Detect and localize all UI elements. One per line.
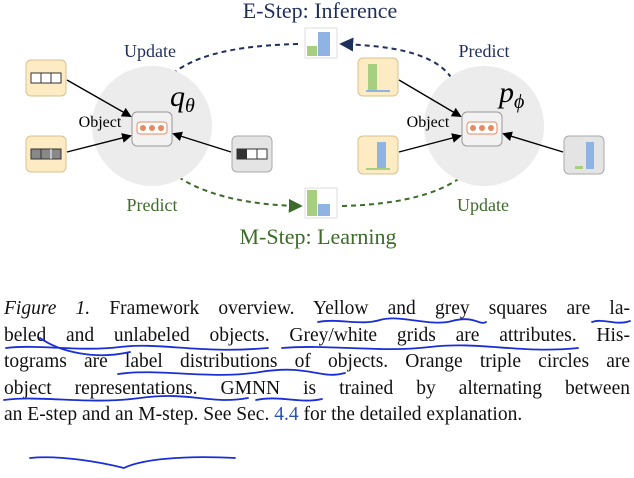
right-edge-right: [502, 131, 564, 153]
section-link[interactable]: 4.4: [274, 404, 299, 425]
left-edge-right: [172, 131, 232, 153]
right-edge-bottom: [398, 133, 462, 153]
mstep-arrow: [151, 141, 303, 213]
left-update-label: Update: [124, 41, 176, 61]
left-object-label: Object: [79, 114, 122, 131]
left-edge-bottom: [66, 133, 132, 153]
figure-label: Figure 1.: [4, 298, 91, 319]
right-center-object: [461, 111, 503, 147]
estep-histogram-icon: [304, 27, 338, 59]
right-update-label: Update: [457, 195, 509, 215]
left-predict-label: Predict: [127, 195, 178, 215]
estep-title: E-Step: Inference: [243, 0, 398, 23]
right-model-symbol: pϕ: [497, 76, 524, 113]
right-labeled-object-bottom: [357, 135, 399, 175]
right-edge-top: [398, 79, 462, 117]
left-edge-top: [66, 79, 132, 117]
right-predict-label: Predict: [459, 41, 510, 61]
caption-line-4: object representations. GMNN is trained …: [4, 377, 630, 399]
right-object-label: Object: [407, 114, 450, 131]
caption-line-3: tograms are label distributions of objec…: [4, 351, 630, 372]
left-unlabeled-object: [231, 135, 273, 173]
left-labeled-object-bottom: [25, 135, 67, 173]
caption-line-2: beled and unlabeled objects. Grey/white …: [4, 324, 630, 346]
left-model-symbol: qθ: [170, 80, 195, 117]
caption-line-1: Figure 1. Framework overview. Yellow and…: [4, 298, 630, 319]
mstep-title: M-Step: Learning: [239, 224, 396, 249]
ink-brace-bottom: [29, 456, 236, 469]
figure-caption: Figure 1. Framework overview. Yellow and…: [4, 296, 630, 429]
left-center-object: [131, 111, 173, 147]
mstep-histogram-icon: [304, 187, 338, 219]
right-labeled-object-top: [357, 57, 399, 97]
caption-line-5: an E-step and an M-step. See Sec. 4.4 fo…: [4, 404, 523, 425]
right-unlabeled-object: [563, 135, 605, 175]
left-labeled-object-top: [25, 59, 67, 97]
framework-overview-figure: E-Step: Inference M-Step: Learning Updat…: [25, 0, 605, 249]
